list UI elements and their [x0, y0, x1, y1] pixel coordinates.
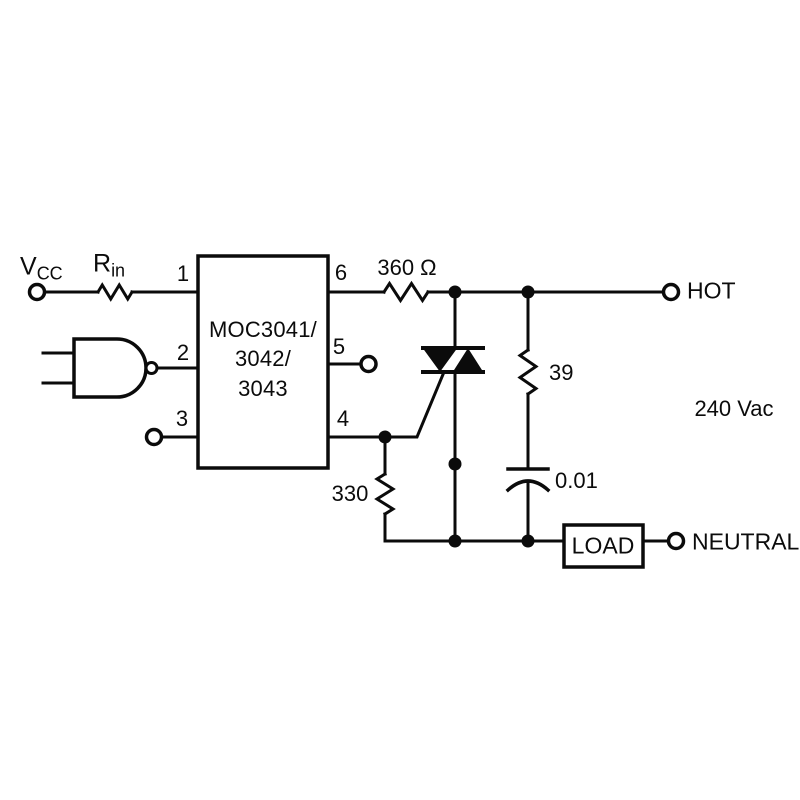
capacitor-value: 0.01 — [555, 468, 598, 493]
resistor-symbol-360 — [381, 280, 431, 304]
junction-dot — [448, 534, 462, 548]
hot-terminal-circle — [661, 282, 681, 302]
resistor-360-value: 360 Ω — [377, 255, 437, 280]
junction-dot — [521, 534, 535, 548]
junction-dot — [521, 285, 535, 299]
junction-dot — [378, 430, 392, 444]
neutral-terminal-circle — [666, 531, 686, 551]
triac-right-triangle — [453, 348, 483, 372]
ic-name-line2: 3042/ — [234, 346, 292, 371]
pin-label-3: 3 — [175, 406, 189, 431]
wire-triac-gate — [383, 370, 446, 439]
rin-label-sub: in — [111, 260, 126, 281]
ic-name-line3: 3043 — [238, 376, 288, 401]
vcc-label-sub: CC — [36, 263, 63, 284]
load-box — [562, 523, 645, 569]
resistor-330-value: 330 — [331, 481, 369, 506]
open-terminals — [27, 282, 686, 551]
rin-label-main: R — [93, 249, 112, 278]
pin-label-5: 5 — [332, 334, 346, 359]
load-label: LOAD — [571, 532, 635, 559]
junction-dots — [378, 285, 535, 548]
pin-label-2: 2 — [176, 340, 190, 365]
ic-body — [196, 254, 330, 470]
triac-left-triangle — [423, 348, 457, 372]
vcc-label-main: V — [20, 252, 37, 281]
neutral-terminal-label: NEUTRAL — [692, 528, 800, 555]
pin-label-6: 6 — [334, 260, 348, 285]
junction-dot — [448, 285, 462, 299]
hot-terminal-label: HOT — [687, 277, 736, 304]
nand-inverter-bubble — [144, 361, 159, 375]
pin-label-4: 4 — [336, 406, 350, 431]
nand-gate-symbol — [72, 337, 148, 399]
junction-dot — [448, 457, 462, 471]
ic-name-line1: MOC3041/ — [209, 317, 317, 342]
resistor-39-value: 39 — [549, 360, 574, 385]
pin-label-1: 1 — [176, 261, 190, 286]
rin-label: Rin — [93, 249, 125, 280]
supply-voltage-label: 240 Vac — [694, 396, 774, 421]
pin5-terminal-circle — [359, 354, 378, 374]
resistor-symbol-rin — [95, 282, 135, 302]
vcc-label: VCC — [20, 252, 63, 283]
vcc-terminal-circle — [27, 282, 47, 302]
pin3-terminal-circle — [144, 427, 164, 447]
resistor-symbol-39 — [517, 347, 539, 397]
resistor-symbol-330 — [374, 471, 396, 517]
